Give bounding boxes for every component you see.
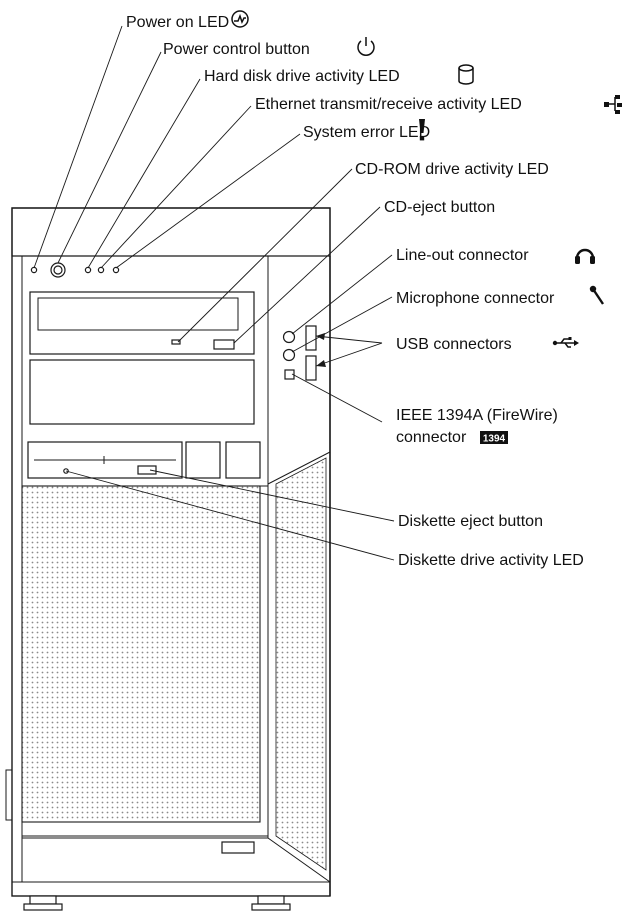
callout-labels: Power on LED Power control button Hard d… — [126, 14, 584, 569]
line-out-jack[interactable] — [282, 330, 296, 344]
firewire-1394-icon: 1394 — [480, 431, 508, 445]
diskette-eject-button[interactable] — [137, 465, 157, 475]
microphone-icon — [589, 285, 604, 305]
label-diskette-activity-led: Diskette drive activity LED — [398, 552, 584, 569]
cdrom-bay — [29, 291, 255, 425]
usb-port-2[interactable] — [305, 355, 317, 381]
cdrom-activity-led — [171, 339, 181, 345]
exclamation-icon — [419, 119, 425, 141]
label-cd-eject-button: CD-eject button — [384, 199, 495, 216]
hard-disk-icon — [458, 64, 474, 85]
label-usb-connectors: USB connectors — [396, 336, 512, 353]
blank-bay-2 — [225, 441, 261, 479]
front-panel-controls — [30, 262, 120, 278]
label-line-out-connector: Line-out connector — [396, 247, 529, 264]
chassis-top-front — [11, 207, 331, 257]
headphones-icon — [575, 248, 595, 264]
system-error-led — [112, 266, 120, 274]
diskette-drive — [27, 441, 261, 479]
label-ieee1394-line2: connector — [396, 429, 467, 446]
usb-icon — [552, 337, 579, 348]
label-ethernet-activity-led: Ethernet transmit/receive activity LED — [255, 96, 522, 113]
leader-lines — [33, 25, 395, 561]
power-on-led-icon — [231, 10, 249, 28]
label-diskette-eject-button: Diskette eject button — [398, 513, 543, 530]
label-system-error-led: System error LED — [303, 124, 430, 141]
usb-port-1[interactable] — [305, 325, 317, 351]
bottom-slot — [221, 841, 255, 854]
hard-disk-activity-led — [84, 266, 92, 274]
chassis-feet — [23, 895, 291, 911]
server-chassis — [5, 207, 331, 911]
label-cdrom-activity-led: CD-ROM drive activity LED — [355, 161, 549, 178]
cd-eject-button[interactable] — [213, 339, 235, 350]
label-microphone-connector: Microphone connector — [396, 290, 555, 307]
label-ieee1394-line1: IEEE 1394A (FireWire) — [396, 407, 558, 424]
label-power-control-button: Power control button — [163, 41, 310, 58]
ethernet-icon — [604, 95, 622, 114]
power-button-icon — [357, 37, 375, 56]
microphone-jack[interactable] — [282, 348, 296, 362]
blank-bay-1 — [185, 441, 221, 479]
ethernet-activity-led — [97, 266, 105, 274]
front-mesh-door — [21, 485, 261, 823]
label-hard-disk-activity-led: Hard disk drive activity LED — [204, 68, 400, 85]
front-ports — [282, 325, 317, 381]
label-power-on-led: Power on LED — [126, 14, 229, 31]
firewire-badge-text: 1394 — [483, 434, 506, 445]
power-on-led — [30, 266, 38, 274]
empty-drive-bay — [29, 359, 255, 425]
firewire-port[interactable] — [284, 369, 295, 380]
